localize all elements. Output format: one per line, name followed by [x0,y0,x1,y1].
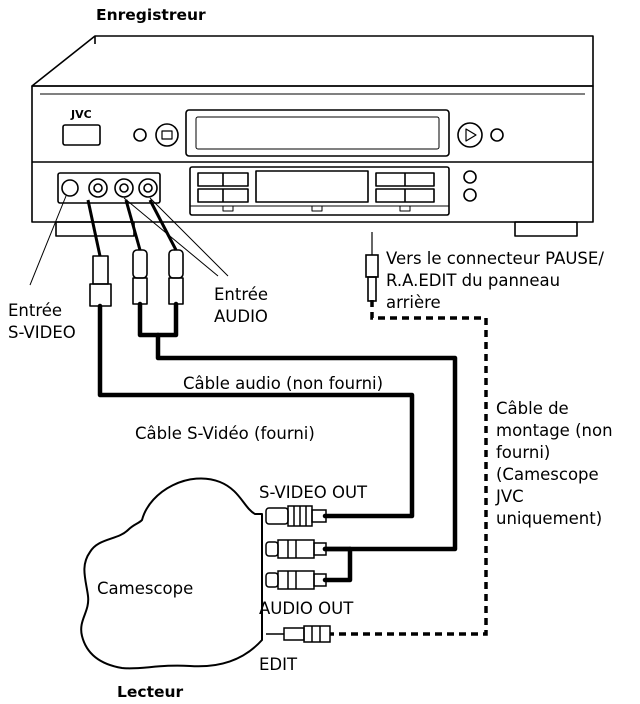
edit-cable-label-line6: uniquement) [496,509,603,528]
audio-input-jack-2 [114,178,134,198]
vcr-front-panel [31,85,594,223]
audio-plug-vcr-2-body [168,277,184,305]
svideo-input-pointer [29,195,67,286]
recorder-title: Enregistreur [96,6,206,24]
audio-input-jack-2-core [119,183,129,193]
connector-note-line3: arrière [386,293,441,312]
audio-input-pointer-2 [149,197,229,277]
audio-input-jack-1 [88,178,108,198]
audio-cable-label: Câble audio (non fourni) [183,374,384,393]
player-title: Lecteur [117,683,184,701]
svideo-plug-vcr [92,255,109,285]
audio-input-label-line1: Entrée [214,285,269,304]
edit-plug-cam-body [303,625,331,643]
audio-input-jack-3-core [143,183,153,193]
svideo-cable-label: Câble S-Vidéo (fourni) [135,424,315,443]
audio-input-jack-1-core [93,183,103,193]
edit-cable [330,300,488,636]
audio-plug-cam-2-neck [313,573,327,587]
svideo-plug-vcr-body [89,283,112,307]
svideo-lead [86,199,102,257]
vcr-cassette-slot [195,116,440,150]
vcr-power-button [62,124,101,146]
vcr-sensor [463,188,477,202]
vcr-control-panel [189,166,450,216]
svideo-input-jack [61,179,79,197]
audio-input-jack-3 [138,178,158,198]
audio-lead-2 [148,199,178,251]
vcr-flap-clip [399,205,411,212]
vcr-indicator-left [133,128,147,142]
edit-out-label: EDIT [259,655,298,674]
edit-plug-cam [283,627,305,641]
edit-cable-label-line1: Câble de [496,399,569,418]
edit-cable-label-line2: montage (non [496,421,613,440]
svideo-plug-cam-neck [311,509,327,523]
vcr-play-button [457,122,483,148]
vcr-indicator-right [490,128,504,142]
svideo-input-label-line2: S-VIDEO [8,323,76,342]
connector-note-line1: Vers le connecteur PAUSE/ [386,249,604,268]
audio-plug-vcr-1-body [132,277,148,305]
svideo-cable [97,303,415,519]
audio-out-connector-2 [265,572,279,588]
vcr-stop-symbol [161,130,173,140]
vcr-cassette-door [185,109,450,157]
edit-cable-label-line4: (Camescope [496,465,599,484]
vcr-top-panel [31,35,594,87]
vcr-brand-logo: JVC [71,108,92,121]
audio-out-label: AUDIO OUT [259,599,354,618]
svideo-out-connector [265,507,289,525]
vcr-front-jack-panel [57,172,161,204]
vcr-flap-clip [222,205,234,212]
audio-out-connector-1 [265,541,279,557]
vcr-flap-clip [311,205,323,212]
vcr-play-symbol [465,128,477,142]
audio-input-label-line2: AUDIO [214,307,268,326]
audio-plug-cam-1-neck [313,542,327,556]
edit-plug-vcr-body [367,276,377,302]
audio-cable-split [137,301,179,338]
edit-cable-label-line5: JVC [496,487,524,506]
edit-plug-vcr [365,254,379,278]
audio-plug-vcr-1 [132,249,148,279]
camcorder-outline [80,477,263,670]
vcr-stop-eject-button [155,123,179,147]
audio-cable [155,332,458,552]
edit-cable-label-line3: fourni) [496,443,551,462]
camcorder-label: Camescope [97,579,194,598]
audio-lead-1 [124,199,142,251]
vcr-display-window [255,170,369,203]
vcr-timer-button [463,170,477,184]
svideo-out-label: S-VIDEO OUT [259,483,368,502]
audio-plug-vcr-2 [168,249,184,279]
svideo-input-label-line1: Entrée [8,301,63,320]
connector-note-line2: R.A.EDIT du panneau [386,271,561,290]
vcr-foot-right [514,221,578,237]
audio-input-pointer-1 [123,197,219,277]
audio-cable-out2 [322,546,353,583]
